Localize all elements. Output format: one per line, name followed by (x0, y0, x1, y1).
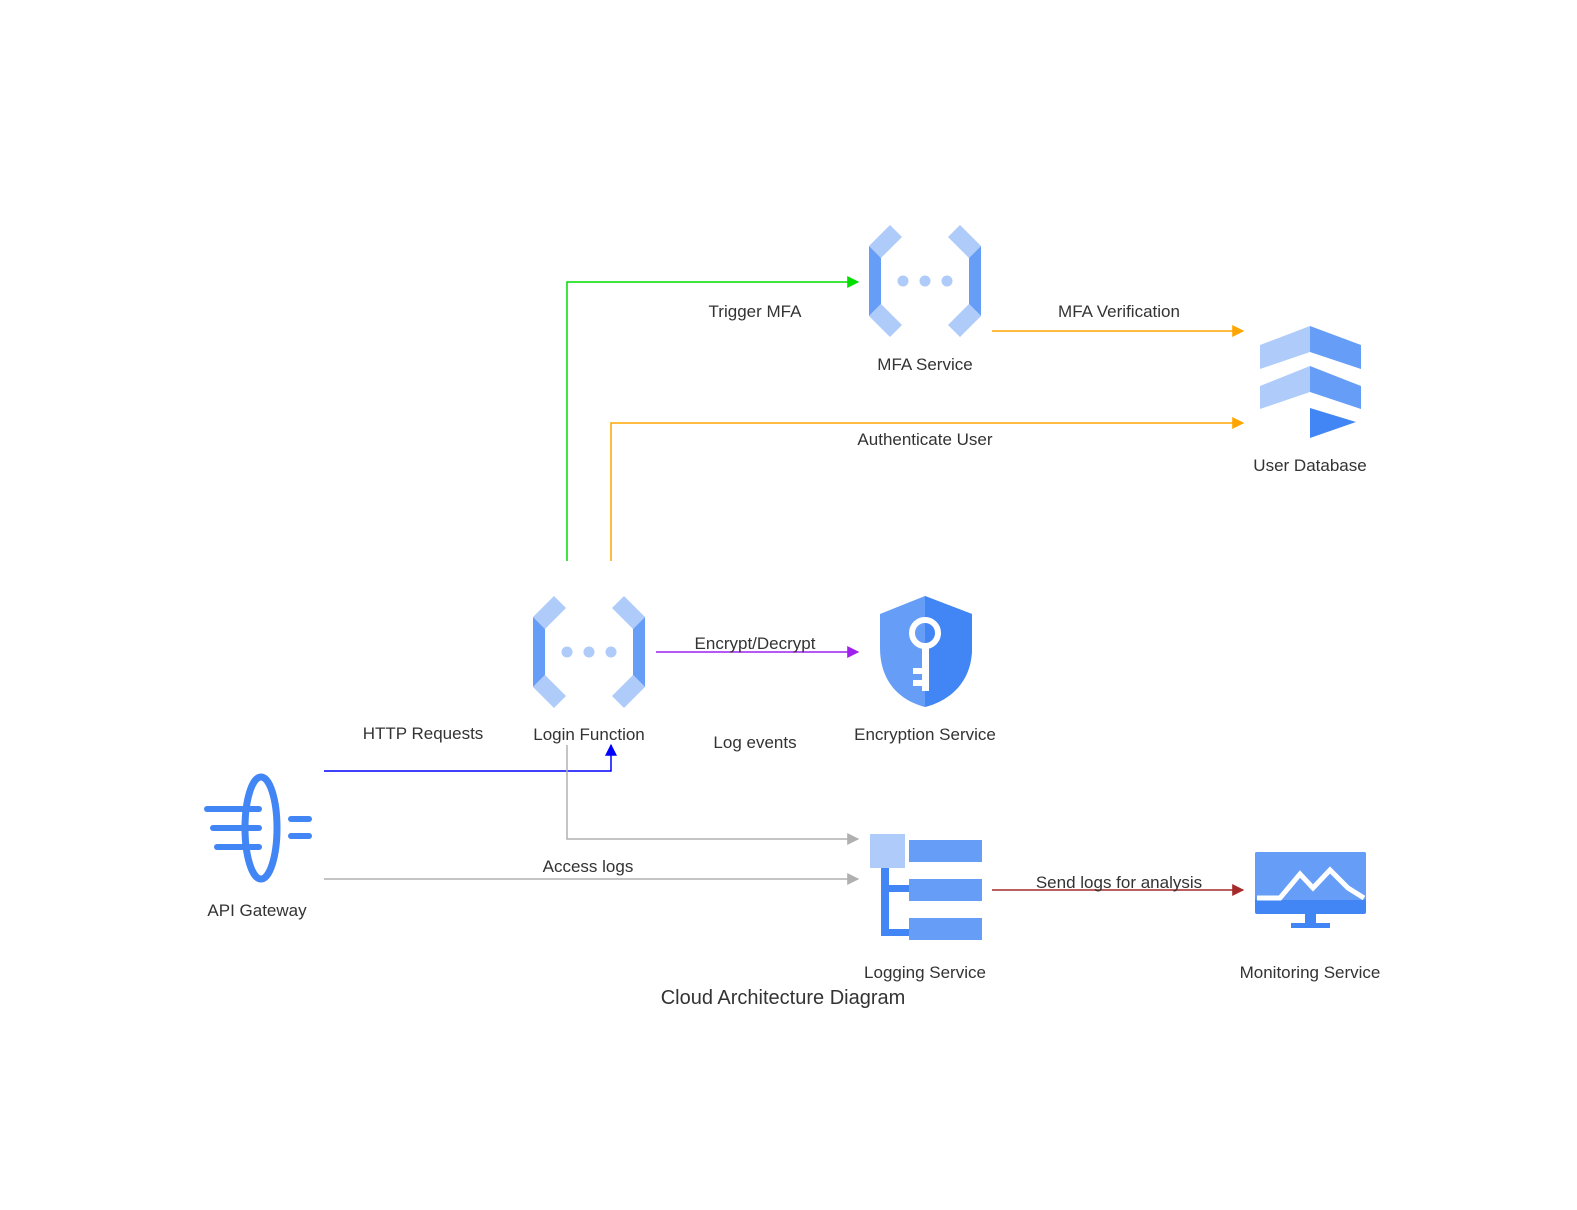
node-label-api-gateway: API Gateway (207, 901, 307, 920)
cloud-functions-icon (533, 596, 645, 708)
key-shield-icon (880, 596, 972, 707)
api-gateway-icon (204, 773, 312, 883)
diagram-title: Cloud Architecture Diagram (661, 987, 906, 1009)
edge-label-trigger-mfa: Trigger MFA (709, 302, 803, 321)
monitor-icon (1255, 852, 1366, 928)
node-logging-service[interactable]: Logging Service (864, 834, 986, 982)
node-user-database[interactable]: User Database (1253, 326, 1367, 475)
node-label-mfa-service: MFA Service (877, 355, 972, 374)
edge-label-log-events: Log events (713, 733, 796, 752)
node-label-logging-service: Logging Service (864, 963, 986, 982)
node-label-login-function: Login Function (533, 725, 645, 744)
edge-label-send-logs: Send logs for analysis (1036, 873, 1202, 892)
edge-label-http-requests: HTTP Requests (363, 724, 484, 743)
edge-http-requests (324, 743, 617, 772)
node-api-gateway[interactable]: API Gateway (204, 773, 312, 920)
node-encryption-service[interactable]: Encryption Service (854, 596, 996, 744)
edge-label-authenticate-user: Authenticate User (857, 430, 992, 449)
logging-icon (870, 834, 982, 940)
database-icon (1260, 326, 1361, 438)
edge-label-mfa-verification: MFA Verification (1058, 302, 1180, 321)
node-monitoring-service[interactable]: Monitoring Service (1240, 852, 1381, 982)
edge-label-encrypt-decrypt: Encrypt/Decrypt (695, 634, 816, 653)
node-label-encryption-service: Encryption Service (854, 725, 996, 744)
cloud-functions-icon (869, 225, 981, 337)
node-mfa-service[interactable]: MFA Service (869, 225, 981, 374)
edge-label-access-logs: Access logs (543, 857, 634, 876)
edge-log-events (566, 745, 860, 845)
node-label-user-database: User Database (1253, 456, 1366, 475)
node-label-monitoring-service: Monitoring Service (1240, 963, 1381, 982)
node-login-function[interactable]: Login Function (533, 596, 645, 744)
edge-authenticate-user (610, 417, 1245, 561)
edge-trigger-mfa (566, 276, 860, 561)
